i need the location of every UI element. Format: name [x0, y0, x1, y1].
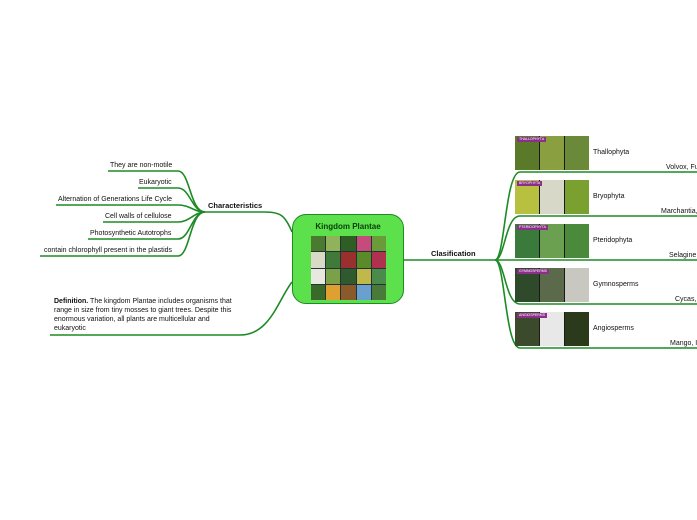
- central-topic-title: Kingdom Plantae: [315, 222, 381, 231]
- gymnosperms-image: GYMNOSPERMS: [515, 268, 589, 302]
- angiosperms-image: ANGIOSPERMS: [515, 312, 589, 346]
- definition-label: Definition.: [54, 298, 89, 305]
- thallophyta-image: THALLOPHYTA: [515, 136, 589, 170]
- characteristic-item[interactable]: Cell walls of cellulose: [105, 213, 172, 220]
- characteristics-title[interactable]: Characteristics: [208, 201, 263, 210]
- characteristic-item[interactable]: contain chlorophyll present in the plast…: [44, 247, 173, 254]
- branch-definition: [50, 281, 293, 336]
- group-label-angiosperms[interactable]: Angiosperms: [593, 325, 634, 332]
- bryophyta-image: BRYOPHYTA: [515, 180, 589, 214]
- classification-title[interactable]: Clasification: [431, 249, 476, 258]
- definition-note[interactable]: Definition. The kingdom Plantae includes…: [54, 297, 232, 333]
- example-angiosperms[interactable]: Mango, I: [670, 340, 697, 347]
- group-label-thallophyta[interactable]: Thallophyta: [593, 149, 630, 156]
- pteridophyta-image: PTERIDOPHYTA: [515, 224, 589, 258]
- definition-text: The kingdom Plantae includes organisms t…: [54, 298, 232, 332]
- branch-char-3: [56, 204, 206, 213]
- branch-class-2: [494, 215, 697, 261]
- branch-class-1: [494, 171, 697, 261]
- branch-characteristics: [205, 211, 293, 233]
- group-label-gymnosperms[interactable]: Gymnosperms: [593, 281, 639, 288]
- bryophyta-image-tag: BRYOPHYTA: [517, 181, 543, 186]
- characteristic-item[interactable]: Alternation of Generations Life Cycle: [58, 196, 173, 203]
- gymnosperms-image-tag: GYMNOSPERMS: [517, 269, 550, 274]
- thallophyta-image-tag: THALLOPHYTA: [517, 137, 547, 142]
- example-thallophyta[interactable]: Volvox, Fu: [666, 164, 697, 171]
- angiosperms-image-tag: ANGIOSPERMS: [517, 313, 548, 318]
- characteristic-item[interactable]: They are non-motile: [110, 162, 173, 169]
- example-pteridophyta[interactable]: Selagine: [669, 252, 697, 259]
- pteridophyta-image-tag: PTERIDOPHYTA: [517, 225, 548, 230]
- plant-collage-image: [311, 236, 386, 300]
- group-label-pteridophyta[interactable]: Pteridophyta: [593, 237, 633, 244]
- characteristic-item[interactable]: Eukaryotic: [139, 179, 172, 186]
- group-label-bryophyta[interactable]: Bryophyta: [593, 193, 625, 200]
- example-gymnosperms[interactable]: Cycas,: [675, 296, 697, 303]
- characteristic-item[interactable]: Photosynthetic Autotrophs: [90, 230, 172, 237]
- branch-char-6: [40, 211, 206, 257]
- central-topic[interactable]: Kingdom Plantae: [292, 214, 404, 304]
- example-bryophyta[interactable]: Marchantia,: [661, 208, 697, 215]
- branch-class-5: [494, 259, 697, 349]
